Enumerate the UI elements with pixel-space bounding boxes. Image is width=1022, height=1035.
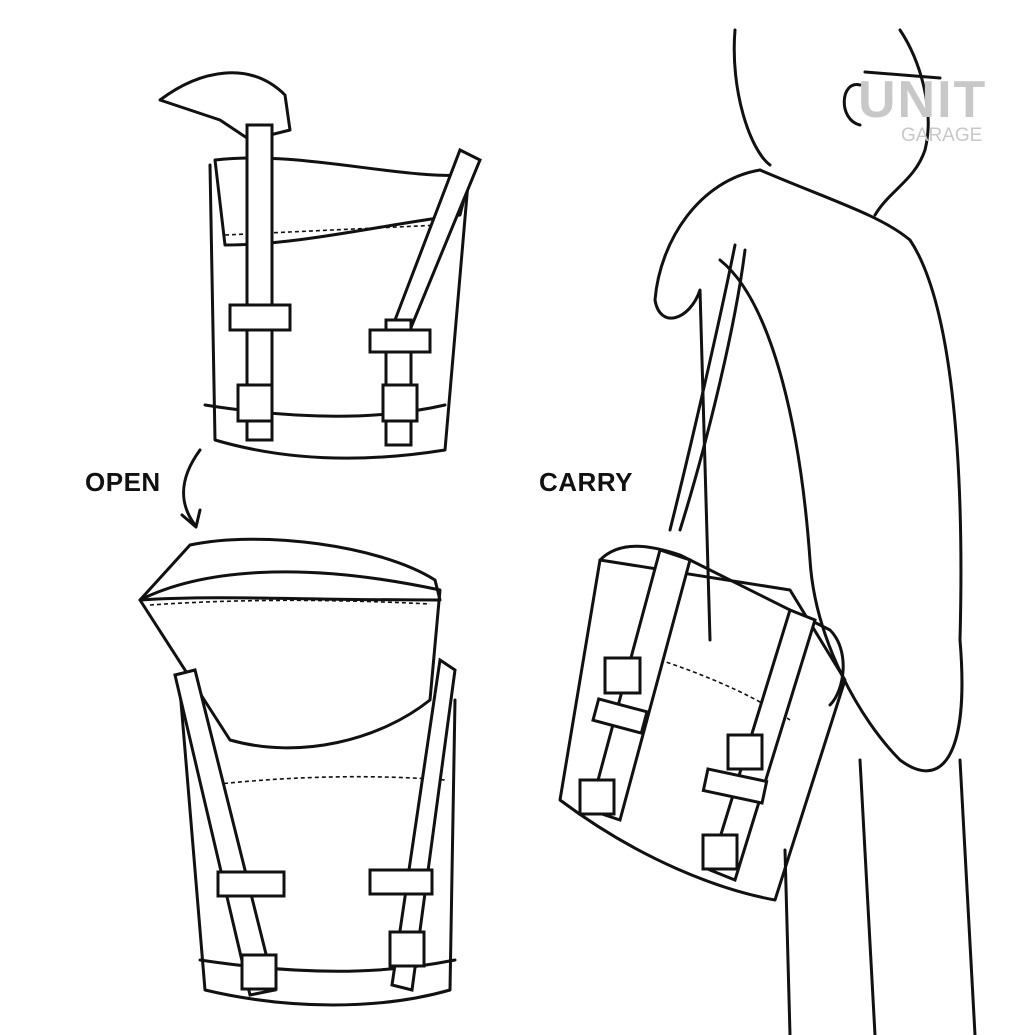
brand-logo: UNIT GARAGE	[858, 74, 987, 146]
logo-brand: UNIT	[858, 71, 988, 129]
carry-label: CARRY	[539, 467, 633, 497]
bag-closed	[158, 71, 482, 460]
open-label: OPEN	[85, 467, 161, 497]
bag-carry	[558, 544, 847, 902]
arrow-icon	[180, 448, 202, 529]
person	[653, 28, 977, 1035]
bag-open	[138, 537, 457, 1007]
logo-sub: GARAGE	[901, 125, 983, 146]
